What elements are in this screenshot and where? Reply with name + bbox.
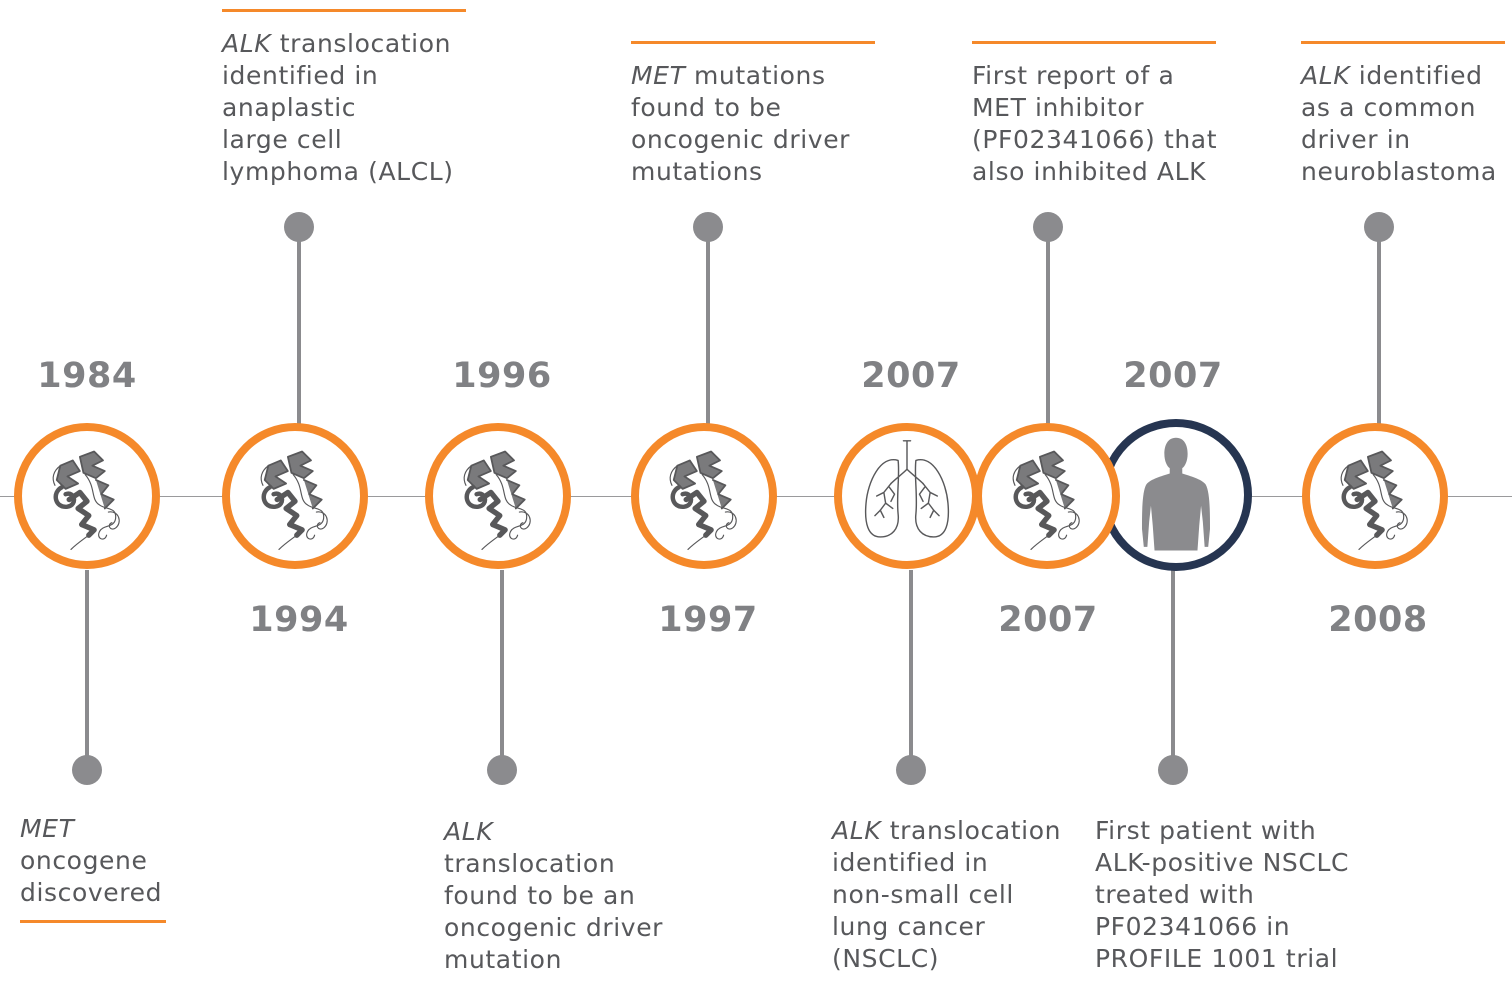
lungs-icon: [864, 440, 950, 538]
protein-structure-icon: [639, 431, 769, 561]
year-label-2008: 2008: [1328, 600, 1428, 640]
connector-stem: [500, 570, 504, 770]
event-node-1994: [222, 423, 368, 569]
accent-rule: [1301, 41, 1505, 44]
year-label-2007-patient: 2007: [1123, 356, 1223, 396]
protein-structure-icon: [230, 431, 360, 561]
event-description-2008: ALK identified as a common driver in neu…: [1301, 61, 1497, 186]
protein-structure-icon: [433, 431, 563, 561]
connector-stem: [909, 570, 913, 770]
protein-structure-icon: [982, 431, 1112, 561]
event-description-1997: MET mutations found to be oncogenic driv…: [631, 61, 851, 186]
year-label-1997: 1997: [658, 600, 758, 640]
connector-dot: [72, 755, 102, 785]
event-description-1994: ALK translocation identified in anaplast…: [222, 29, 454, 186]
event-description-2007-inhibitor: First report of a MET inhibitor (PF02341…: [972, 61, 1218, 186]
event-node-2008: [1302, 423, 1448, 569]
connector-stem: [297, 227, 301, 427]
connector-stem: [1046, 227, 1050, 427]
connector-stem: [1171, 570, 1175, 770]
accent-rule: [972, 41, 1216, 44]
event-description-1996: ALK translocation found to be an oncogen…: [444, 817, 664, 974]
event-node-2007-nsclc: [834, 423, 980, 569]
event-description-2007-nsclc: ALK translocation identified in non-smal…: [832, 816, 1062, 973]
connector-stem: [1377, 227, 1381, 427]
event-node-2007-inhibitor: [974, 423, 1120, 569]
connector-stem: [85, 570, 89, 770]
accent-rule: [20, 920, 166, 923]
human-silhouette-icon: [1142, 437, 1210, 551]
accent-rule: [631, 41, 875, 44]
year-label-1994: 1994: [249, 600, 349, 640]
event-node-1997: [631, 423, 777, 569]
year-label-1996: 1996: [452, 356, 552, 396]
protein-structure-icon: [22, 431, 152, 561]
event-node-1984: [14, 423, 160, 569]
connector-stem: [706, 227, 710, 427]
protein-structure-icon: [1310, 431, 1440, 561]
connector-dot: [1158, 755, 1188, 785]
year-label-1984: 1984: [37, 356, 137, 396]
event-description-2007-patient: First patient with ALK-positive NSCLC tr…: [1095, 816, 1350, 973]
event-description-1984: MET oncogene discovered: [20, 814, 163, 907]
accent-rule: [222, 9, 466, 12]
connector-dot: [487, 755, 517, 785]
event-node-2007-patient: [1100, 419, 1252, 571]
year-label-2007-nsclc: 2007: [861, 356, 961, 396]
year-label-2007-inhibitor: 2007: [998, 600, 1098, 640]
event-node-1996: [425, 423, 571, 569]
connector-dot: [896, 755, 926, 785]
